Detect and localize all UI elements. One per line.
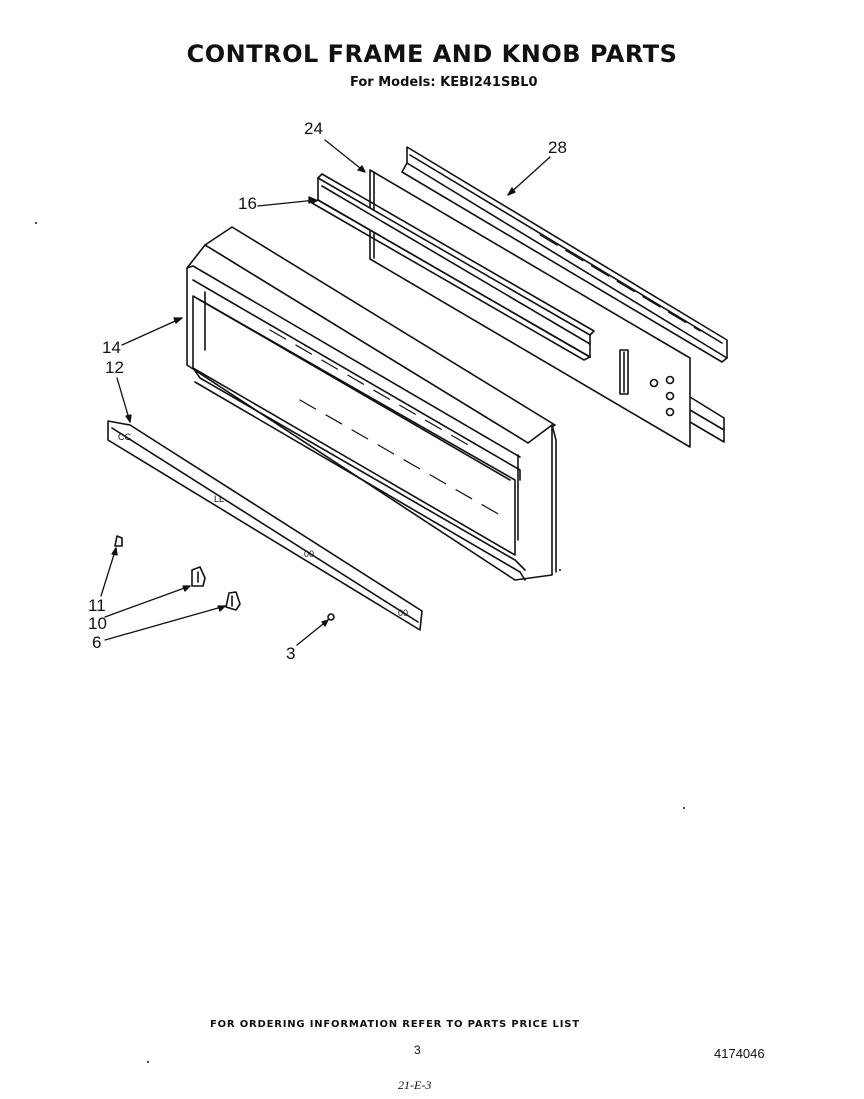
model-subtitle: For Models: KEBI241SBL0 xyxy=(350,75,538,90)
part-11-button xyxy=(114,535,123,547)
part-28-trim-strip xyxy=(401,146,728,443)
handwritten-note: 21-E-3 xyxy=(398,1078,432,1092)
callout-10: 10 xyxy=(88,614,107,633)
part-16-channel-bracket xyxy=(311,173,595,361)
part-6-knob xyxy=(225,591,241,611)
callout-3: 3 xyxy=(286,644,296,663)
callout-14: 14 xyxy=(102,338,121,357)
document-number: 4174046 xyxy=(714,1046,765,1061)
svg-text:00: 00 xyxy=(398,608,408,618)
svg-text:CC: CC xyxy=(118,432,131,442)
page-number: 3 xyxy=(414,1043,421,1057)
diagram-title: CONTROL FRAME AND KNOB PARTS xyxy=(186,40,678,68)
callout-6: 6 xyxy=(92,633,102,652)
control-buttons xyxy=(649,375,675,417)
part-3-nut xyxy=(327,613,335,621)
callout-24: 24 xyxy=(304,119,323,138)
scan-marks xyxy=(35,222,685,1063)
svg-text:LL: LL xyxy=(214,494,224,504)
part-12-bottom-trim: CC LL 00 00 xyxy=(107,420,423,631)
callout-leader-lines xyxy=(100,139,551,646)
callout-12: 12 xyxy=(105,358,124,377)
callout-28: 28 xyxy=(548,138,567,157)
callout-11: 11 xyxy=(88,596,106,615)
part-14-control-frame xyxy=(186,226,557,581)
svg-text:00: 00 xyxy=(304,549,314,559)
part-10-knob xyxy=(191,566,206,587)
ordering-note: FOR ORDERING INFORMATION REFER TO PARTS … xyxy=(210,1019,580,1030)
callout-16: 16 xyxy=(238,194,257,213)
